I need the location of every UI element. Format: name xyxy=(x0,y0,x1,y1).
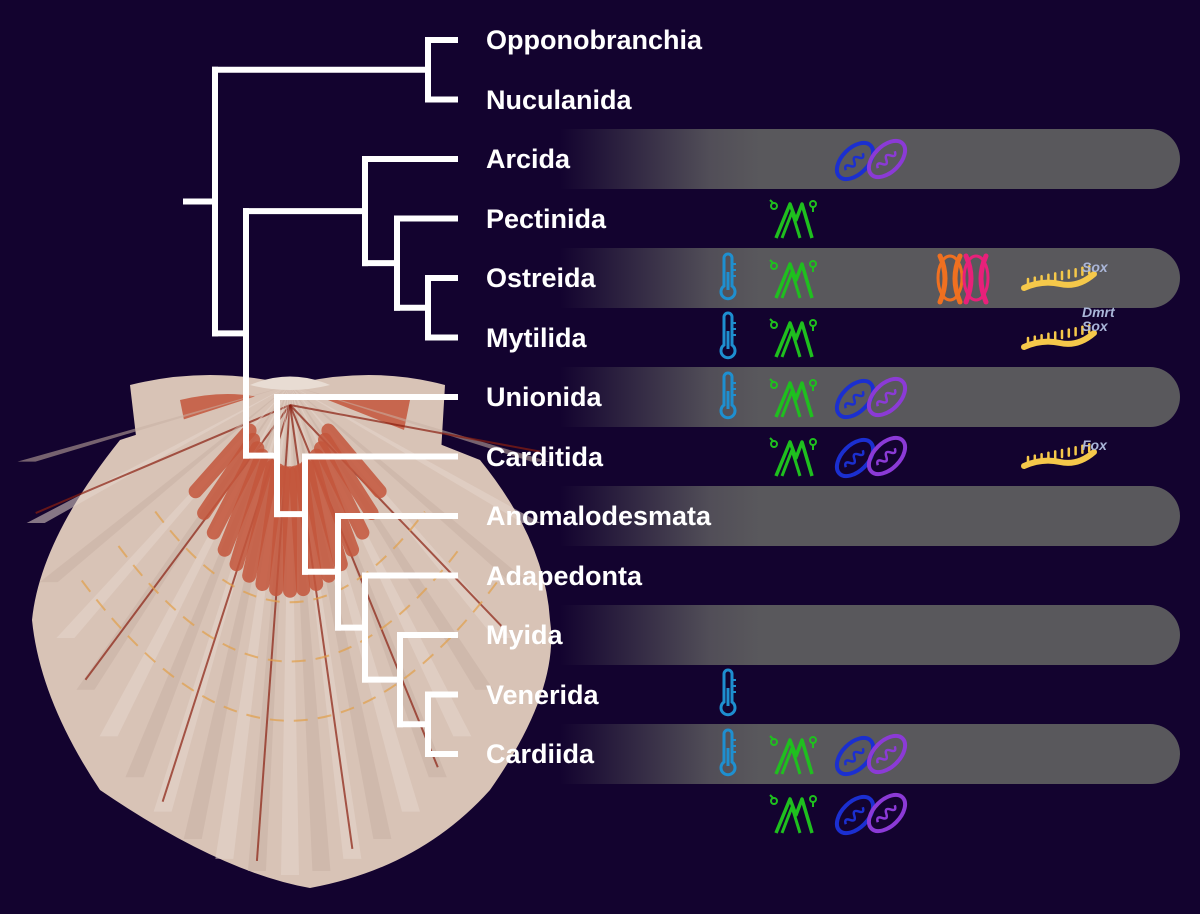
shell-rib xyxy=(290,385,494,690)
gene-strand-icon xyxy=(1021,324,1097,350)
shell-rib xyxy=(290,385,420,812)
shell-growth-line xyxy=(154,510,426,604)
shell-rib xyxy=(56,385,290,639)
gene-family-label: Sox xyxy=(1082,318,1108,334)
male-female-symbol-icon xyxy=(769,437,817,477)
taxon-label: Nuculanida xyxy=(486,84,632,115)
male-female-symbol-icon xyxy=(769,734,817,775)
shell-rib-line xyxy=(289,404,541,453)
thermometer-icon xyxy=(719,371,737,419)
chromosome-pair-icon xyxy=(936,253,990,304)
male-female-symbol-icon xyxy=(769,318,817,358)
shell-pigment-stripe xyxy=(206,441,265,540)
shell-rib xyxy=(153,385,290,812)
shell-pigment-stripe xyxy=(217,448,269,557)
mitochondrion-blue-icon xyxy=(834,435,908,479)
male-female-symbol-icon xyxy=(769,794,817,834)
taxon-label: Myida xyxy=(486,620,563,650)
mitochondrion-blue-icon xyxy=(834,735,876,776)
gene-family-label: Dmrt xyxy=(1082,304,1115,320)
taxon-label: Pectinida xyxy=(486,203,607,234)
shell-umbo xyxy=(250,376,330,390)
male-female-symbol-icon xyxy=(769,258,817,299)
mitochondrion-blue-icon xyxy=(834,140,876,181)
shell-pigment-stripe xyxy=(299,459,336,583)
gene-strand-icon xyxy=(1021,443,1097,469)
shell-growth-line xyxy=(117,545,463,663)
shell-rib xyxy=(183,385,290,840)
taxon-label: Adapedonta xyxy=(486,560,643,591)
taxon-label: Cardiida xyxy=(486,739,595,769)
thermometer-icon xyxy=(719,311,737,360)
taxon-label: Venerida xyxy=(486,679,599,710)
thermometer-icon xyxy=(719,728,737,776)
mitochondrion-purple-icon xyxy=(866,792,908,834)
shell-pigment-stripe xyxy=(309,448,360,557)
mitochondrion-blue-icon xyxy=(834,138,908,181)
taxon-label: Carditida xyxy=(486,441,604,472)
shell-rib xyxy=(247,385,290,871)
male-female-symbol-icon xyxy=(769,199,817,239)
mitochondrion-blue-icon xyxy=(834,378,876,419)
taxon-label: Arcida xyxy=(486,144,571,174)
shell-rib xyxy=(290,385,529,583)
thermometer-icon xyxy=(719,252,737,300)
mitochondrion-purple-icon xyxy=(866,138,908,179)
mitochondrion-purple-icon xyxy=(866,376,908,417)
mitochondrion-blue-icon xyxy=(834,437,876,479)
mitochondrion-purple-icon xyxy=(866,435,908,477)
thermometer-icon xyxy=(719,668,737,717)
taxon-label: Unionida xyxy=(486,382,602,412)
shell-rib xyxy=(290,385,472,737)
gene-family-label: Fox xyxy=(1082,437,1107,453)
shell-body xyxy=(17,375,552,888)
shell-pigment-stripe xyxy=(242,459,280,583)
trait-band xyxy=(560,247,1180,308)
mitochondrion-purple-icon xyxy=(866,733,908,774)
shell-pigment-stripe xyxy=(269,465,292,597)
gene-strand-icon xyxy=(1021,264,1097,291)
shell-rib xyxy=(281,385,299,875)
mitochondrion-blue-icon xyxy=(834,794,876,836)
trait-band xyxy=(560,485,1180,546)
shell-pigment-stripe xyxy=(317,432,379,520)
shell-pigment-stripe xyxy=(188,423,257,499)
taxon-label: Ostreida xyxy=(486,263,596,293)
mitochondrion-blue-icon xyxy=(834,792,908,836)
shell-rib xyxy=(76,385,290,690)
shell-rib xyxy=(39,385,290,583)
taxon-label: Anomalodesmata xyxy=(486,501,712,531)
mitochondrion-blue-icon xyxy=(834,733,908,776)
shell-pigment-stripe xyxy=(288,465,311,597)
male-female-symbol-icon xyxy=(769,377,817,418)
gene-family-label: Sox xyxy=(1082,258,1108,275)
shell-rib xyxy=(99,385,290,737)
trait-band xyxy=(560,604,1180,665)
taxon-label: Opponobranchia xyxy=(486,25,702,55)
mitochondrion-blue-icon xyxy=(834,376,908,419)
shell-pigment-stripe xyxy=(321,423,387,499)
shell-rib xyxy=(290,385,550,462)
shell-rib xyxy=(17,385,291,462)
taxon-label: Mytilida xyxy=(486,322,587,353)
shell-rib xyxy=(290,385,362,859)
shell-pigment-stripe xyxy=(229,454,275,572)
